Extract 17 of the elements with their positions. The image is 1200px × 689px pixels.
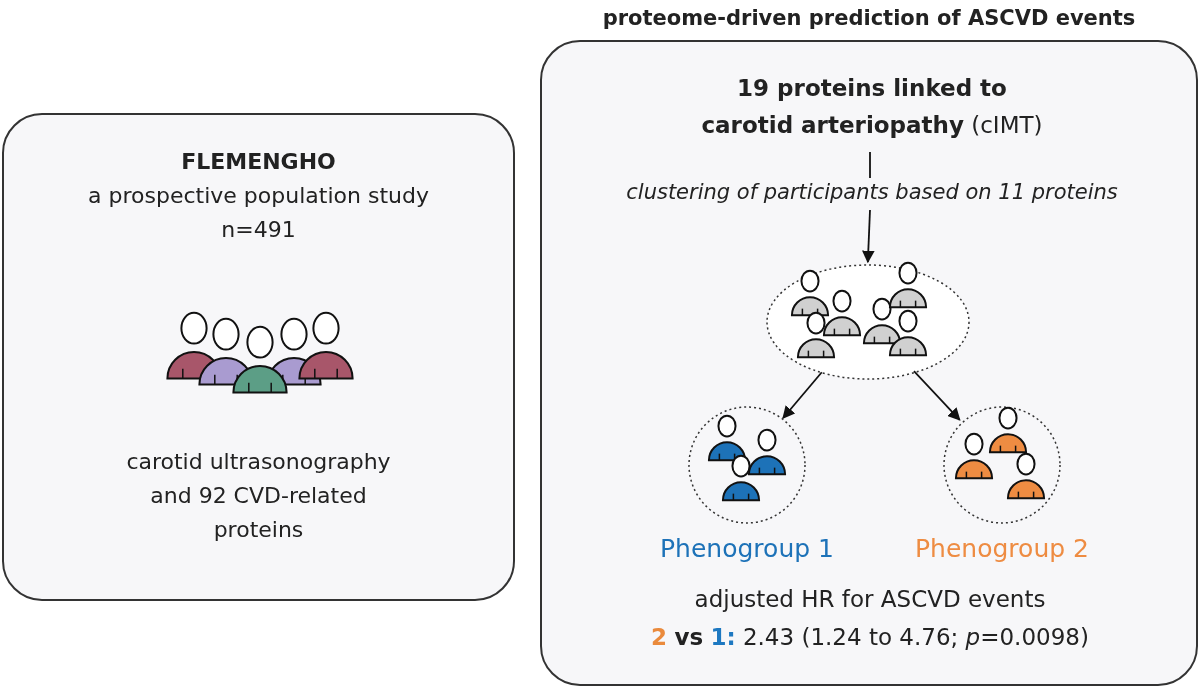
- study-text: carotid ultrasonography and 92 CVD-related proteins: [125, 448, 392, 545]
- study-text: n=491: [220, 216, 297, 244]
- study-text: a prospective population study: [87, 182, 430, 210]
- panel-heading: proteome-driven prediction of ASCVD events: [601, 6, 1137, 30]
- dotted-ellipse: [766, 264, 970, 380]
- group-caption: Phenogroup 2: [914, 534, 1090, 563]
- study-name: FLEMENGHO: [180, 148, 337, 176]
- arrow: [913, 370, 961, 421]
- result-caption: adjusted HR for ASCVD events: [693, 586, 1047, 612]
- hazard-ratio-text: 2 vs 1: 2.43 (1.24 to 4.76; p=0.0098): [650, 624, 1090, 650]
- arrow: [862, 209, 875, 264]
- arrow: [782, 371, 823, 419]
- connector-line: [869, 151, 871, 179]
- panel-card: [2, 113, 515, 601]
- heading-text: 19 proteins linked to carotid arteriopathy (cIMT): [700, 74, 1044, 140]
- group-caption: Phenogroup 1: [659, 534, 835, 563]
- step-text: clustering of participants based on 11 proteins: [625, 180, 1119, 204]
